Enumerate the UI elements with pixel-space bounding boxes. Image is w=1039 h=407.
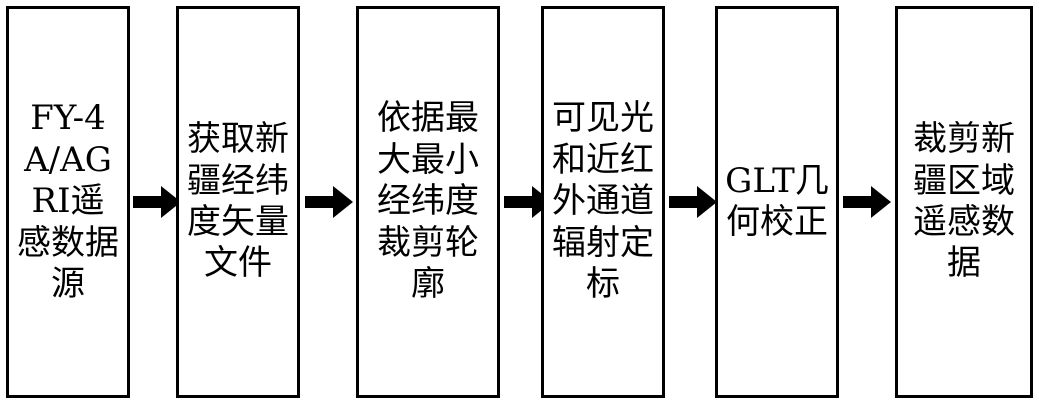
flow-node-2-label: 获取新疆经纬度矢量文件 [187,119,289,284]
flow-node-1: FY-4A/AGRI遥感数据源 [6,6,130,398]
flow-node-4: 可见光和近红外通道辐射定标 [541,6,665,398]
flow-node-3-label: 依据最大最小经纬度裁剪轮廓 [377,98,479,305]
flow-node-1-label: FY-4A/AGRI遥感数据源 [17,98,119,305]
flow-node-5: GLT几何校正 [715,6,839,398]
flow-node-3: 依据最大最小经纬度裁剪轮廓 [356,6,500,398]
flow-arrow-2 [303,182,355,222]
flow-arrow-5 [841,182,893,222]
flow-node-5-label: GLT几何校正 [725,160,829,242]
flow-node-6: 裁剪新疆区域遥感数据 [895,6,1033,398]
flow-node-4-label: 可见光和近红外通道辐射定标 [552,98,654,305]
flow-arrow-3 [502,182,554,222]
flow-node-6-label: 裁剪新疆区域遥感数据 [913,119,1015,284]
flow-arrow-4 [667,182,719,222]
flow-arrow-1 [131,182,183,222]
flow-node-2: 获取新疆经纬度矢量文件 [176,6,300,398]
